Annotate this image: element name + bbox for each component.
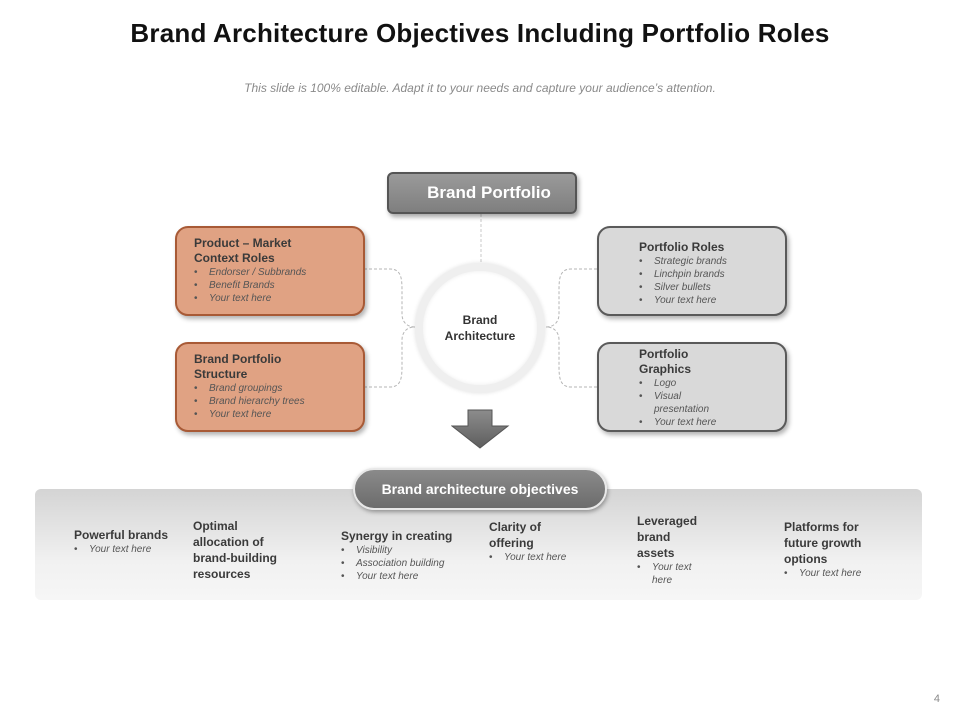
bullet-list: Your text here xyxy=(489,551,566,564)
bullet-item: Your text xyxy=(637,561,697,574)
card-title-line: Brand Portfolio xyxy=(194,352,282,366)
bullet-item: Your text here xyxy=(194,408,353,421)
objective-optimal-allocation: Optimal allocation of brand-building res… xyxy=(193,518,277,582)
bullet-item: Your text here xyxy=(639,294,775,307)
bullet-list: Your text here xyxy=(74,543,168,556)
page-number: 4 xyxy=(933,693,940,705)
objective-title: Synergy in creating xyxy=(341,529,453,543)
objective-title: Powerful brands xyxy=(74,528,169,542)
bullet-item: Visibility xyxy=(341,544,452,557)
bullet-item: presentation xyxy=(654,404,710,415)
bullet-item: Your text here xyxy=(639,416,775,429)
objective-title-line: assets xyxy=(637,546,675,560)
objective-title-line: Leveraged xyxy=(637,514,698,528)
objective-title-line: future growth xyxy=(784,536,862,550)
bullet-item: here xyxy=(652,575,673,586)
bullet-item: Strategic brands xyxy=(639,255,775,268)
center-label-line: Architecture xyxy=(444,329,516,343)
bullet-item: Brand hierarchy trees xyxy=(194,395,353,408)
bullet-item: Brand groupings xyxy=(194,382,353,395)
bullet-list: Logo Visual presentation Your text here xyxy=(639,377,775,429)
objective-title-line: options xyxy=(784,552,828,566)
objective-title-line: brand-building xyxy=(193,551,277,565)
objective-clarity-of-offering: Clarity of offering Your text here xyxy=(489,519,566,564)
bullet-item: Endorser / Subbrands xyxy=(194,266,353,279)
objective-leveraged-brand-assets: Leveraged brand assets Your text here xyxy=(637,513,697,587)
bullet-item: Your text here xyxy=(489,551,566,564)
bullet-item: Your text here xyxy=(341,570,452,583)
slide-title: Brand Architecture Objectives Including … xyxy=(130,18,830,48)
objectives-header-label: Brand architecture objectives xyxy=(381,481,579,497)
bullet-item: Linchpin brands xyxy=(639,268,775,281)
bullet-list: Endorser / Subbrands Benefit Brands Your… xyxy=(194,266,353,305)
objective-synergy: Synergy in creating Visibility Associati… xyxy=(341,528,452,583)
bullet-list: Brand groupings Brand hierarchy trees Yo… xyxy=(194,382,353,421)
objective-powerful-brands: Powerful brands Your text here xyxy=(74,527,168,556)
card-title-line: Graphics xyxy=(639,362,692,376)
objective-title-line: Optimal xyxy=(193,519,238,533)
card-brand-portfolio-structure: Brand Portfolio Structure Brand grouping… xyxy=(175,342,365,432)
card-product-market-context-roles: Product – Market Context Roles Endorser … xyxy=(175,226,365,316)
bullet-list: Strategic brands Linchpin brands Silver … xyxy=(639,255,775,307)
card-title-line: Product – Market xyxy=(194,236,292,250)
card-title-line: Portfolio xyxy=(639,347,689,361)
bullet-item: Logo xyxy=(639,377,775,390)
card-title-line: Context Roles xyxy=(194,251,275,265)
objective-title-line: allocation of xyxy=(193,535,264,549)
objectives-header: Brand architecture objectives xyxy=(353,468,607,510)
bullet-item: Association building xyxy=(341,557,452,570)
objective-platforms-future-growth: Platforms for future growth options Your… xyxy=(784,519,861,580)
brand-portfolio-label: Brand Portfolio xyxy=(427,183,551,202)
bullet-item: Your text here xyxy=(74,543,168,556)
bullet-list: Visibility Association building Your tex… xyxy=(341,544,452,583)
objective-title-line: offering xyxy=(489,536,534,550)
brand-architecture-circle: Brand Architecture xyxy=(415,263,545,393)
objective-title-line: brand xyxy=(637,530,671,544)
bullet-item: Visual xyxy=(639,390,775,403)
bullet-list: Your text here xyxy=(637,561,697,587)
card-portfolio-graphics: Portfolio Graphics Logo Visual presentat… xyxy=(597,342,787,432)
objective-title-line: Platforms for xyxy=(784,520,859,534)
objective-title-line: Clarity of xyxy=(489,520,542,534)
down-arrow-icon xyxy=(451,409,510,449)
bullet-item: Your text here xyxy=(784,567,861,580)
bullet-list: Your text here xyxy=(784,567,861,580)
card-title-line: Portfolio Roles xyxy=(639,240,725,254)
brand-portfolio-box: Brand Portfolio xyxy=(387,172,577,214)
bullet-item: Benefit Brands xyxy=(194,279,353,292)
bullet-item: Your text here xyxy=(194,292,353,305)
card-portfolio-roles: Portfolio Roles Strategic brands Linchpi… xyxy=(597,226,787,316)
slide-subtitle: This slide is 100% editable. Adapt it to… xyxy=(244,81,716,95)
bullet-item: Silver bullets xyxy=(639,281,775,294)
card-title-line: Structure xyxy=(194,367,248,381)
objective-title-line: resources xyxy=(193,567,251,581)
center-label-line: Brand xyxy=(462,313,498,327)
